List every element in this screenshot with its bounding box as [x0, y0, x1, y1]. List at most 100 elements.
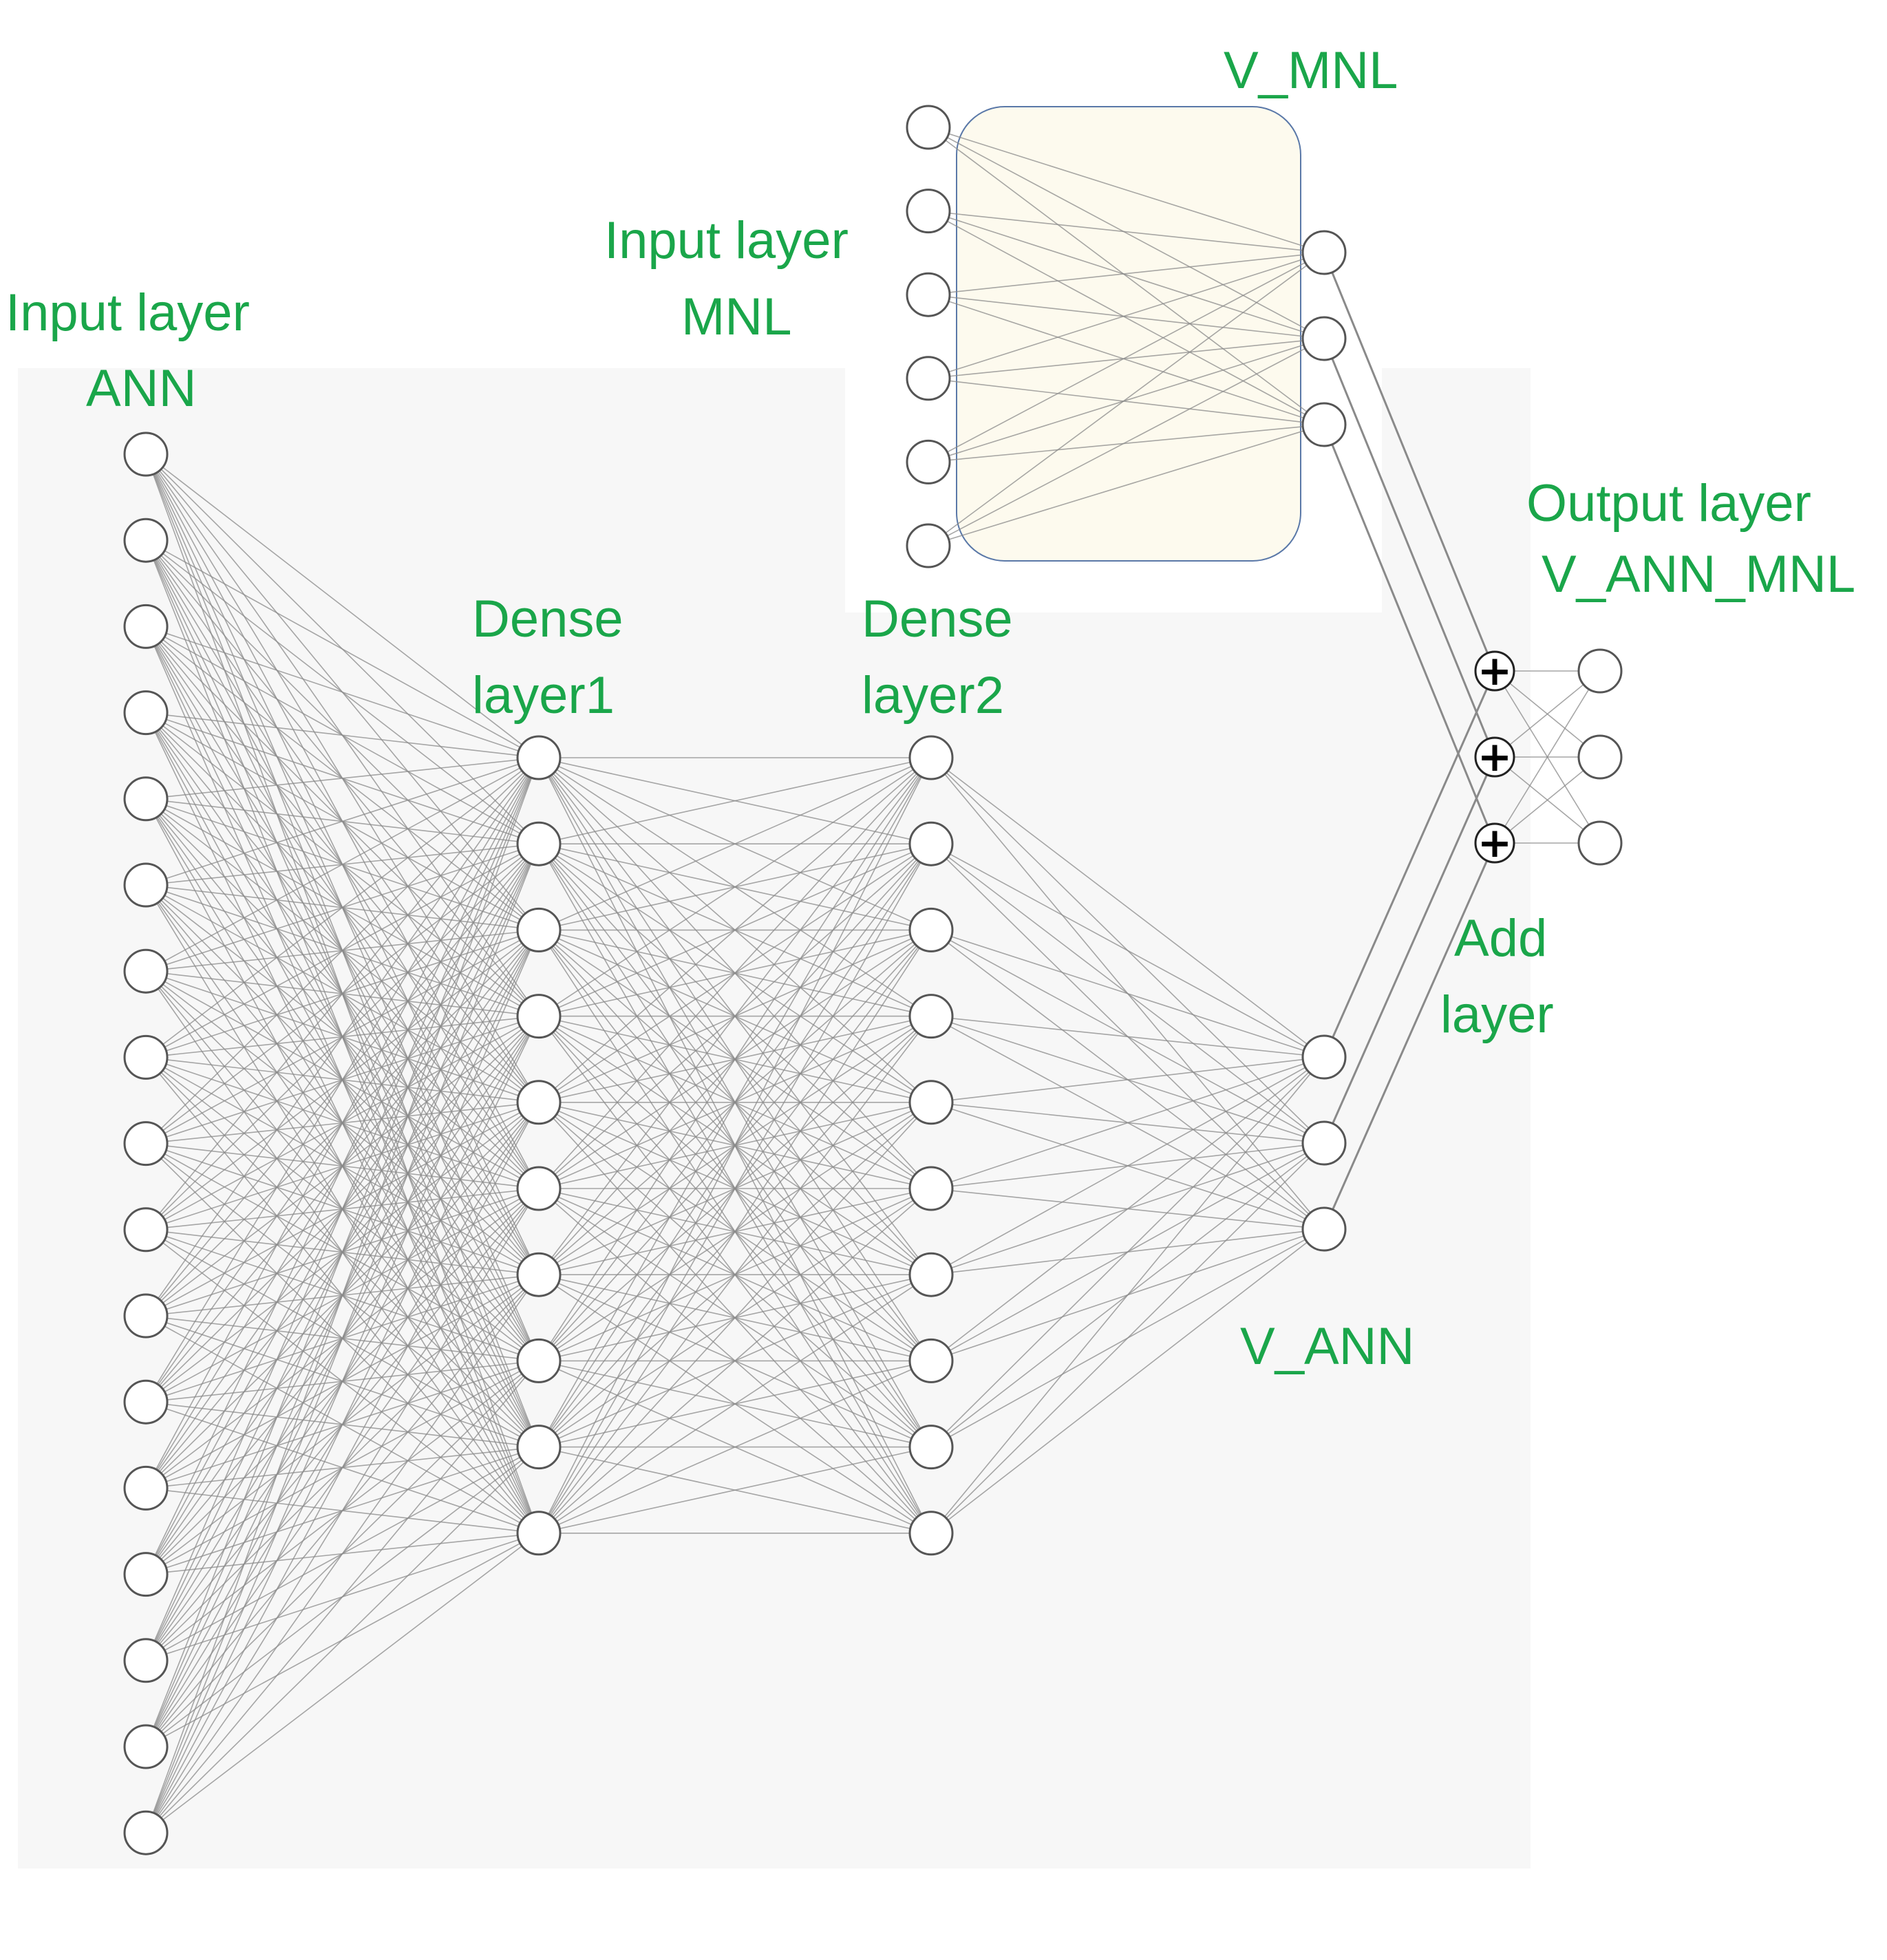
dense1-node — [516, 1080, 562, 1125]
edge-input-to-dense1 — [145, 454, 540, 758]
ann-input-node — [123, 862, 169, 908]
v-mnl-label: V_MNL — [1224, 41, 1398, 100]
add-node — [1474, 650, 1515, 692]
edge-mnl-input-to-v-mnl — [928, 252, 1325, 379]
ann-input-node — [123, 1293, 169, 1339]
dense2-node — [908, 735, 954, 780]
dense1-label-line2: layer1 — [472, 666, 615, 725]
dense1-node — [516, 735, 562, 780]
link-v-mnl-to-add — [1323, 424, 1496, 844]
edge-input-to-dense1 — [145, 1447, 540, 1833]
dense1-node — [516, 1511, 562, 1556]
v-mnl-node — [1301, 230, 1347, 275]
ann-input-node — [123, 1379, 169, 1425]
edge-dense1-to-dense2 — [538, 757, 932, 844]
edge-mnl-input-to-v-mnl — [928, 127, 1325, 339]
v-ann-node — [1301, 1034, 1347, 1080]
edge-dense1-to-dense2 — [538, 1446, 932, 1534]
edge-input-to-dense1 — [145, 757, 540, 1575]
edge-dense1-to-dense2 — [538, 757, 932, 1103]
edge-mnl-input-to-v-mnl — [928, 294, 1325, 339]
edge-dense2-to-v-ann — [930, 1142, 1325, 1534]
edge-mnl-input-to-v-mnl — [928, 424, 1325, 463]
edge-dense2-to-v-ann — [930, 1056, 1325, 1189]
ann-input-node — [123, 776, 169, 822]
dense2-label-line2: layer2 — [862, 666, 1004, 725]
edge-dense1-to-dense2 — [538, 1188, 932, 1534]
dense2-node — [908, 1338, 954, 1383]
edge-dense2-to-v-ann — [930, 1056, 1325, 1103]
v-mnl-node — [1301, 402, 1347, 447]
edge-input-to-dense1 — [145, 1274, 540, 1833]
input-mnl-label-line1: Input layer — [604, 211, 849, 270]
output-node — [1577, 734, 1623, 780]
dense2-label-line1: Dense — [862, 590, 1013, 648]
edge-mnl-input-to-v-mnl — [928, 210, 1325, 339]
link-v-ann-to-add — [1323, 756, 1496, 1144]
edge-mnl-input-to-v-mnl — [928, 378, 1325, 425]
ann-input-node — [123, 518, 169, 563]
network-nodes: +++ — [123, 105, 1623, 1855]
mnl-input-node — [906, 105, 951, 150]
v-ann-node — [1301, 1120, 1347, 1166]
mnl-input-node — [906, 356, 951, 401]
mnl-box — [956, 106, 1301, 562]
dense2-node — [908, 1425, 954, 1470]
ann-input-node — [123, 1207, 169, 1253]
dense2-node — [908, 1252, 954, 1297]
edge-input-to-dense1 — [145, 626, 540, 758]
output-label-line2: V_ANN_MNL — [1542, 545, 1855, 604]
dense2-node — [908, 1080, 954, 1125]
ann-input-node — [123, 690, 169, 736]
ann-input-node — [123, 948, 169, 994]
v-ann-node — [1301, 1206, 1347, 1252]
dense1-node — [516, 907, 562, 952]
edge-mnl-input-to-v-mnl — [928, 252, 1325, 546]
ann-input-node — [123, 432, 169, 477]
edge-dense2-to-v-ann — [930, 757, 1325, 1058]
edge-input-to-dense1 — [145, 757, 540, 1661]
edge-input-to-dense1 — [145, 1016, 540, 1833]
mnl-input-node — [906, 523, 951, 568]
edge-input-to-dense1 — [145, 757, 540, 800]
edge-add-to-output — [1494, 670, 1601, 758]
edge-input-to-dense1 — [145, 930, 540, 1833]
mnl-input-node — [906, 189, 951, 234]
edge-input-to-dense1 — [145, 757, 540, 1403]
add-label-line2: layer — [1440, 986, 1554, 1044]
dense2-node — [908, 907, 954, 952]
edge-dense2-to-v-ann — [930, 929, 1325, 1058]
edge-input-to-dense1 — [145, 757, 540, 1231]
edge-dense1-to-dense2 — [538, 757, 932, 1017]
dense2-node — [908, 1166, 954, 1211]
output-node — [1577, 648, 1623, 694]
edge-mnl-input-to-v-mnl — [928, 338, 1325, 463]
edge-mnl-input-to-v-mnl — [928, 210, 1325, 253]
edge-mnl-input-to-v-mnl — [928, 210, 1325, 425]
ann-input-node — [123, 1121, 169, 1167]
edge-input-to-dense1 — [145, 757, 540, 1489]
dense2-node — [908, 994, 954, 1039]
edge-dense1-to-dense2 — [538, 1102, 932, 1534]
add-plus-symbol: + — [1478, 647, 1512, 695]
dense1-node — [516, 821, 562, 866]
add-plus-symbol: + — [1478, 733, 1512, 781]
edge-add-to-output — [1494, 756, 1601, 844]
mnl-input-node — [906, 439, 951, 484]
ann-input-node — [123, 1465, 169, 1511]
dense1-node — [516, 1338, 562, 1383]
link-v-mnl-to-add — [1323, 252, 1496, 672]
edge-input-to-dense1 — [145, 757, 540, 1058]
v-mnl-node — [1301, 316, 1347, 361]
input-mnl-label-line2: MNL — [681, 288, 791, 346]
edge-dense1-to-dense2 — [538, 1274, 932, 1534]
edge-input-to-dense1 — [145, 757, 540, 972]
edge-input-to-dense1 — [145, 1188, 540, 1833]
edge-mnl-input-to-v-mnl — [928, 338, 1325, 379]
edge-input-to-dense1 — [145, 757, 540, 1747]
edge-dense2-to-v-ann — [930, 1228, 1325, 1534]
edge-input-to-dense1 — [145, 757, 540, 1833]
ann-input-node — [123, 1638, 169, 1683]
edge-mnl-input-to-v-mnl — [928, 338, 1325, 546]
edge-input-to-dense1 — [145, 712, 540, 758]
